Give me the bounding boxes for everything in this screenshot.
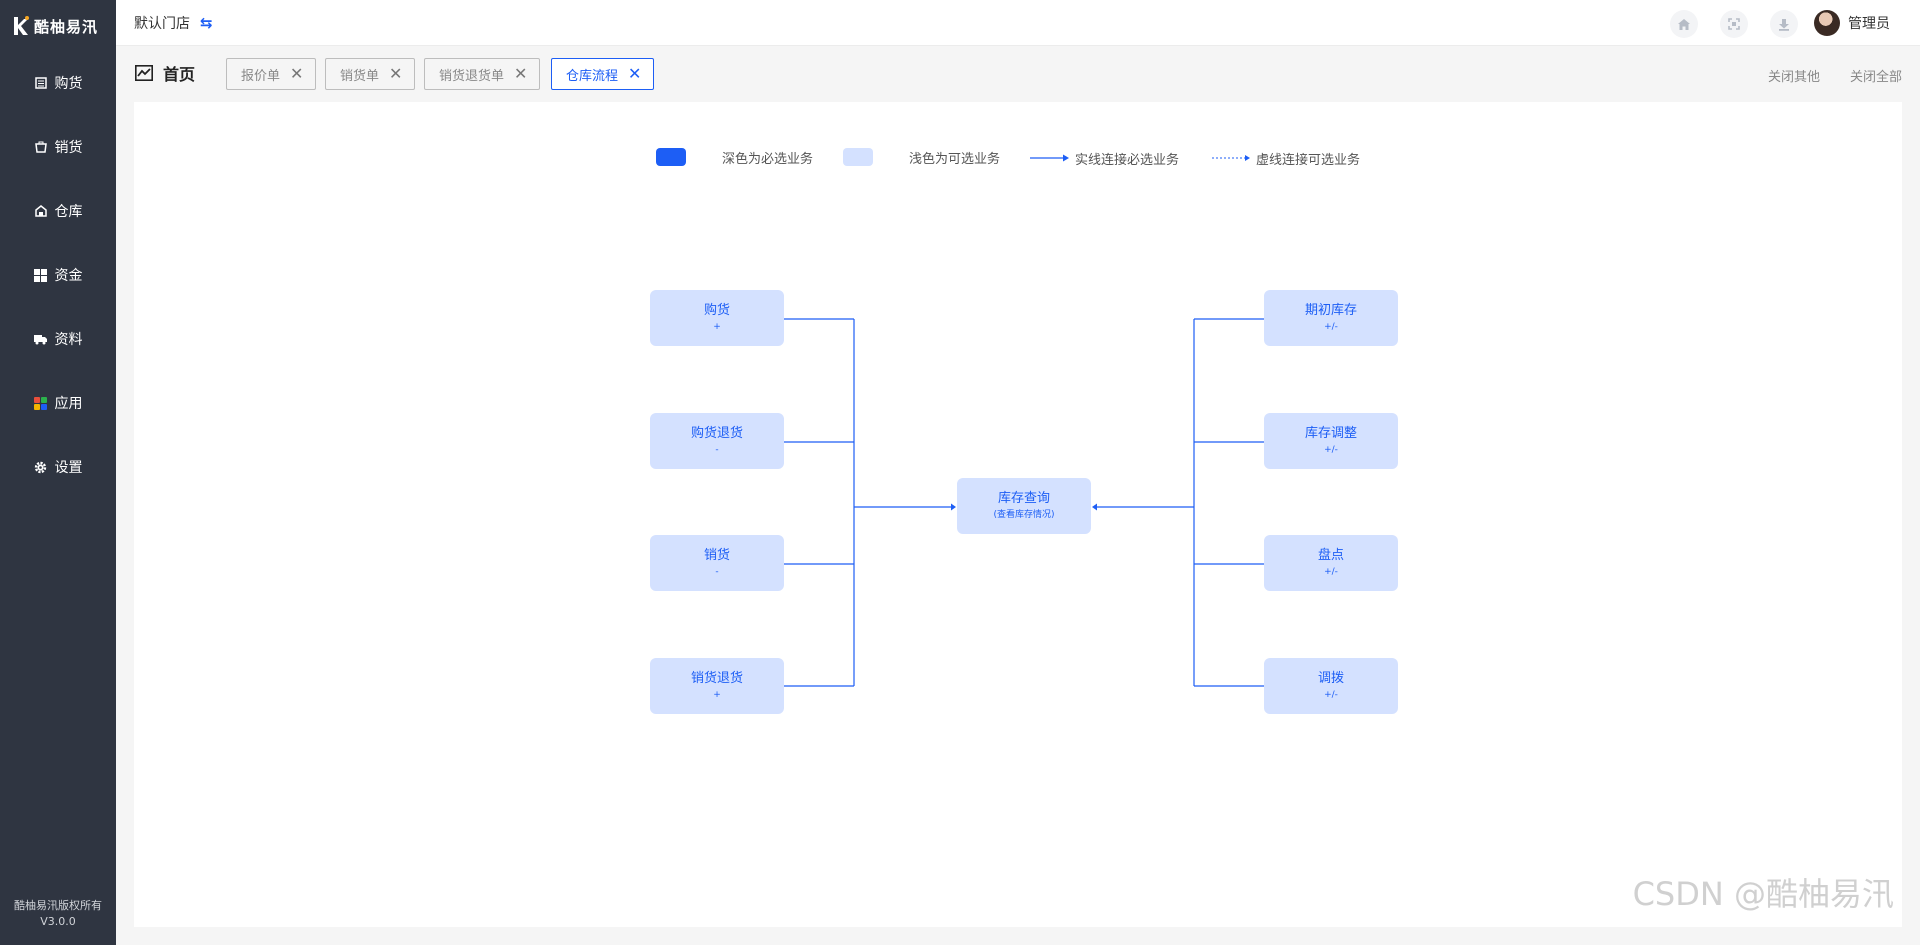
node-title: 期初库存 — [1304, 303, 1357, 318]
close-all-button[interactable]: 关闭全部 — [1849, 70, 1902, 85]
sidebar-item-label: 资料 — [54, 332, 83, 348]
close-others-button[interactable]: 关闭其他 — [1767, 70, 1820, 85]
tab-quotation[interactable]: 报价单 ✕ — [226, 58, 317, 90]
sales-icon — [34, 140, 48, 154]
logo-icon — [14, 16, 29, 35]
sidebar-item-funds[interactable]: 资金 — [0, 255, 116, 295]
legend-dashed-arrow — [1212, 155, 1250, 161]
avatar — [1814, 10, 1840, 36]
sidebar-item-sales[interactable]: 销货 — [0, 127, 116, 167]
flow-node-sales-return[interactable]: 销货退货 + — [650, 658, 784, 714]
node-sub: +/- — [1324, 322, 1338, 332]
logo[interactable]: 酷柚易汛 — [12, 12, 104, 40]
chart-line-icon — [135, 65, 153, 81]
flow-node-stock-adjust[interactable]: 库存调整 +/- — [1264, 413, 1398, 469]
watermark: CSDN @酷柚易汛 — [1632, 875, 1894, 913]
legend-dark-label: 深色为必选业务 — [722, 152, 814, 167]
legend-solid-arrow — [1030, 154, 1069, 162]
data-icon — [34, 332, 48, 346]
sidebar-item-label: 销货 — [54, 140, 83, 156]
flow-connectors — [784, 318, 1264, 687]
legend-light-swatch — [843, 148, 873, 166]
node-title: 销货 — [703, 548, 730, 563]
logo-text: 酷柚易汛 — [34, 17, 99, 36]
close-icon[interactable]: ✕ — [514, 64, 528, 83]
top-header: 默认门店 ⇆ 管理员 — [116, 0, 1920, 46]
store-name: 默认门店 — [134, 16, 190, 32]
tab-label: 销货单 — [340, 68, 380, 84]
tab-label: 仓库流程 — [566, 68, 619, 84]
flow-node-inventory-query[interactable]: 库存查询 (查看库存情况) — [957, 478, 1091, 534]
sidebar-item-label: 设置 — [54, 460, 83, 476]
apps-icon — [34, 396, 48, 410]
sidebar-item-apps[interactable]: 应用 — [0, 383, 116, 423]
download-button[interactable] — [1770, 10, 1798, 38]
sidebar-item-purchase[interactable]: 购货 — [0, 63, 116, 103]
close-icon[interactable]: ✕ — [290, 64, 304, 83]
node-sub: - — [715, 445, 719, 455]
node-title: 盘点 — [1317, 548, 1344, 563]
store-switcher[interactable]: 默认门店 ⇆ — [134, 13, 213, 33]
tab-home-label: 首页 — [163, 65, 196, 84]
close-icon[interactable]: ✕ — [628, 64, 642, 83]
sidebar-item-label: 购货 — [54, 76, 83, 92]
flow-node-transfer[interactable]: 调拨 +/- — [1264, 658, 1398, 714]
node-sub: + — [713, 690, 721, 700]
node-sub: +/- — [1324, 567, 1338, 577]
node-title: 购货退货 — [690, 426, 743, 441]
sidebar: 酷柚易汛 购货 销货 仓库 资金 资料 应用 — [0, 0, 116, 945]
content-panel: 深色为必选业务 浅色为可选业务 实线连接必选业务 虚线连接可选业务 — [134, 102, 1902, 927]
fullscreen-icon — [1728, 18, 1740, 30]
legend-dashed-label: 虚线连接可选业务 — [1256, 153, 1361, 168]
sidebar-item-label: 应用 — [54, 396, 83, 412]
tab-label: 报价单 — [241, 68, 281, 84]
legend-dark-swatch — [656, 148, 686, 166]
settings-icon — [34, 460, 48, 474]
sidebar-item-settings[interactable]: 设置 — [0, 447, 116, 487]
node-sub: +/- — [1324, 445, 1338, 455]
node-title: 销货退货 — [690, 671, 743, 686]
node-title: 库存调整 — [1304, 426, 1357, 441]
tab-bar: 首页 报价单 ✕ 销货单 ✕ 销货退货单 ✕ 仓库流程 ✕ 关闭其他 关闭全部 — [116, 47, 1920, 100]
tab-label: 销货退货单 — [439, 68, 505, 84]
node-sub: - — [715, 567, 719, 577]
node-title: 库存查询 — [997, 491, 1050, 506]
sidebar-item-warehouse[interactable]: 仓库 — [0, 191, 116, 231]
node-sub: (查看库存情况) — [993, 510, 1055, 520]
funds-icon — [34, 268, 48, 282]
flow-node-purchase[interactable]: 购货 + — [650, 290, 784, 346]
close-icon[interactable]: ✕ — [389, 64, 403, 83]
download-icon — [1779, 18, 1789, 31]
tab-home[interactable]: 首页 — [135, 61, 195, 85]
tab-sales-return[interactable]: 销货退货单 ✕ — [424, 58, 541, 90]
sidebar-item-label: 资金 — [54, 268, 83, 284]
tab-warehouse-flow[interactable]: 仓库流程 ✕ — [551, 58, 655, 90]
warehouse-icon — [34, 204, 48, 218]
sidebar-item-data[interactable]: 资料 — [0, 319, 116, 359]
version-text: V3.0.0 — [40, 915, 76, 928]
home-button[interactable] — [1670, 10, 1698, 38]
fullscreen-button[interactable] — [1720, 10, 1748, 38]
user-menu[interactable]: 管理员 — [1814, 10, 1890, 36]
swap-icon[interactable]: ⇆ — [200, 14, 213, 32]
legend-solid-label: 实线连接必选业务 — [1075, 153, 1180, 168]
node-title: 购货 — [703, 303, 730, 318]
flow-node-purchase-return[interactable]: 购货退货 - — [650, 413, 784, 469]
node-sub: +/- — [1324, 690, 1338, 700]
sidebar-item-label: 仓库 — [54, 204, 83, 220]
flow-node-sales[interactable]: 销货 - — [650, 535, 784, 591]
purchase-icon — [34, 76, 48, 90]
home-icon — [1678, 18, 1690, 30]
node-sub: + — [713, 322, 721, 332]
copyright-text: 酷柚易汛版权所有 — [14, 899, 102, 912]
node-title: 调拨 — [1317, 671, 1344, 686]
tab-sales-order[interactable]: 销货单 ✕ — [325, 58, 416, 90]
legend-light-label: 浅色为可选业务 — [909, 152, 1001, 167]
flow-node-opening-stock[interactable]: 期初库存 +/- — [1264, 290, 1398, 346]
flow-node-stocktake[interactable]: 盘点 +/- — [1264, 535, 1398, 591]
user-name: 管理员 — [1848, 16, 1890, 32]
